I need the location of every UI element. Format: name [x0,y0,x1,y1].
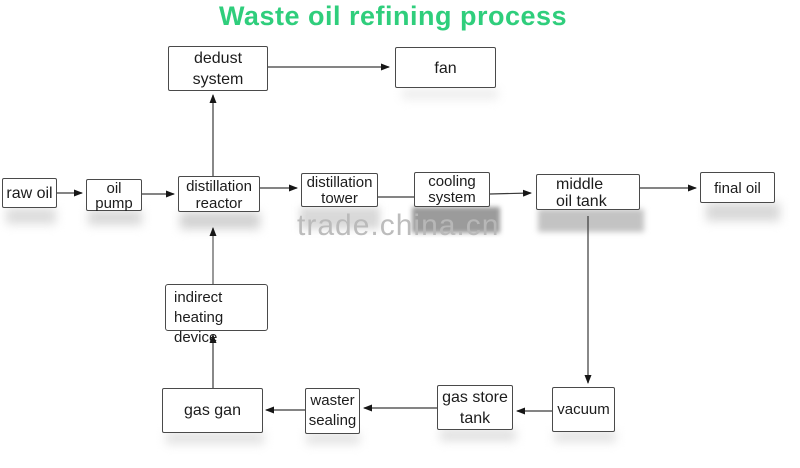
node-dedust-system: dedust system [168,46,268,91]
node-cooling-system: cooling system [414,172,490,207]
box-shadow [88,210,142,225]
box-shadow [412,207,500,233]
node-distillation-tower: distillation tower [301,173,378,207]
box-shadow [300,207,380,229]
watermark-text: trade.china.cn [297,209,500,242]
node-vacuum: vacuum [552,387,615,432]
box-shadow [306,433,360,444]
node-raw-oil: raw oil [2,178,57,208]
node-fan: fan [395,47,496,88]
node-distillation-reactor: distillation reactor [178,176,260,212]
box-shadow [440,429,516,441]
box-shadow [706,203,780,221]
box-shadow [6,208,56,224]
box-shadow [554,431,616,442]
box-shadow [166,432,264,444]
node-oil-pump: oil pump [86,179,142,211]
node-middle-oil-tank: middle oil tank [536,174,640,210]
node-waster-sealing: waster sealing [305,388,360,434]
box-shadow [538,209,644,232]
node-gas-store-tank: gas store tank [437,385,513,430]
node-gas-gan: gas gan [162,388,263,433]
node-final-oil: final oil [700,172,775,203]
box-shadow [180,212,260,229]
node-indirect-heating-device: indirect heating device [165,284,268,346]
box-shadow [402,89,498,99]
page-title: Waste oil refining process [218,1,568,31]
